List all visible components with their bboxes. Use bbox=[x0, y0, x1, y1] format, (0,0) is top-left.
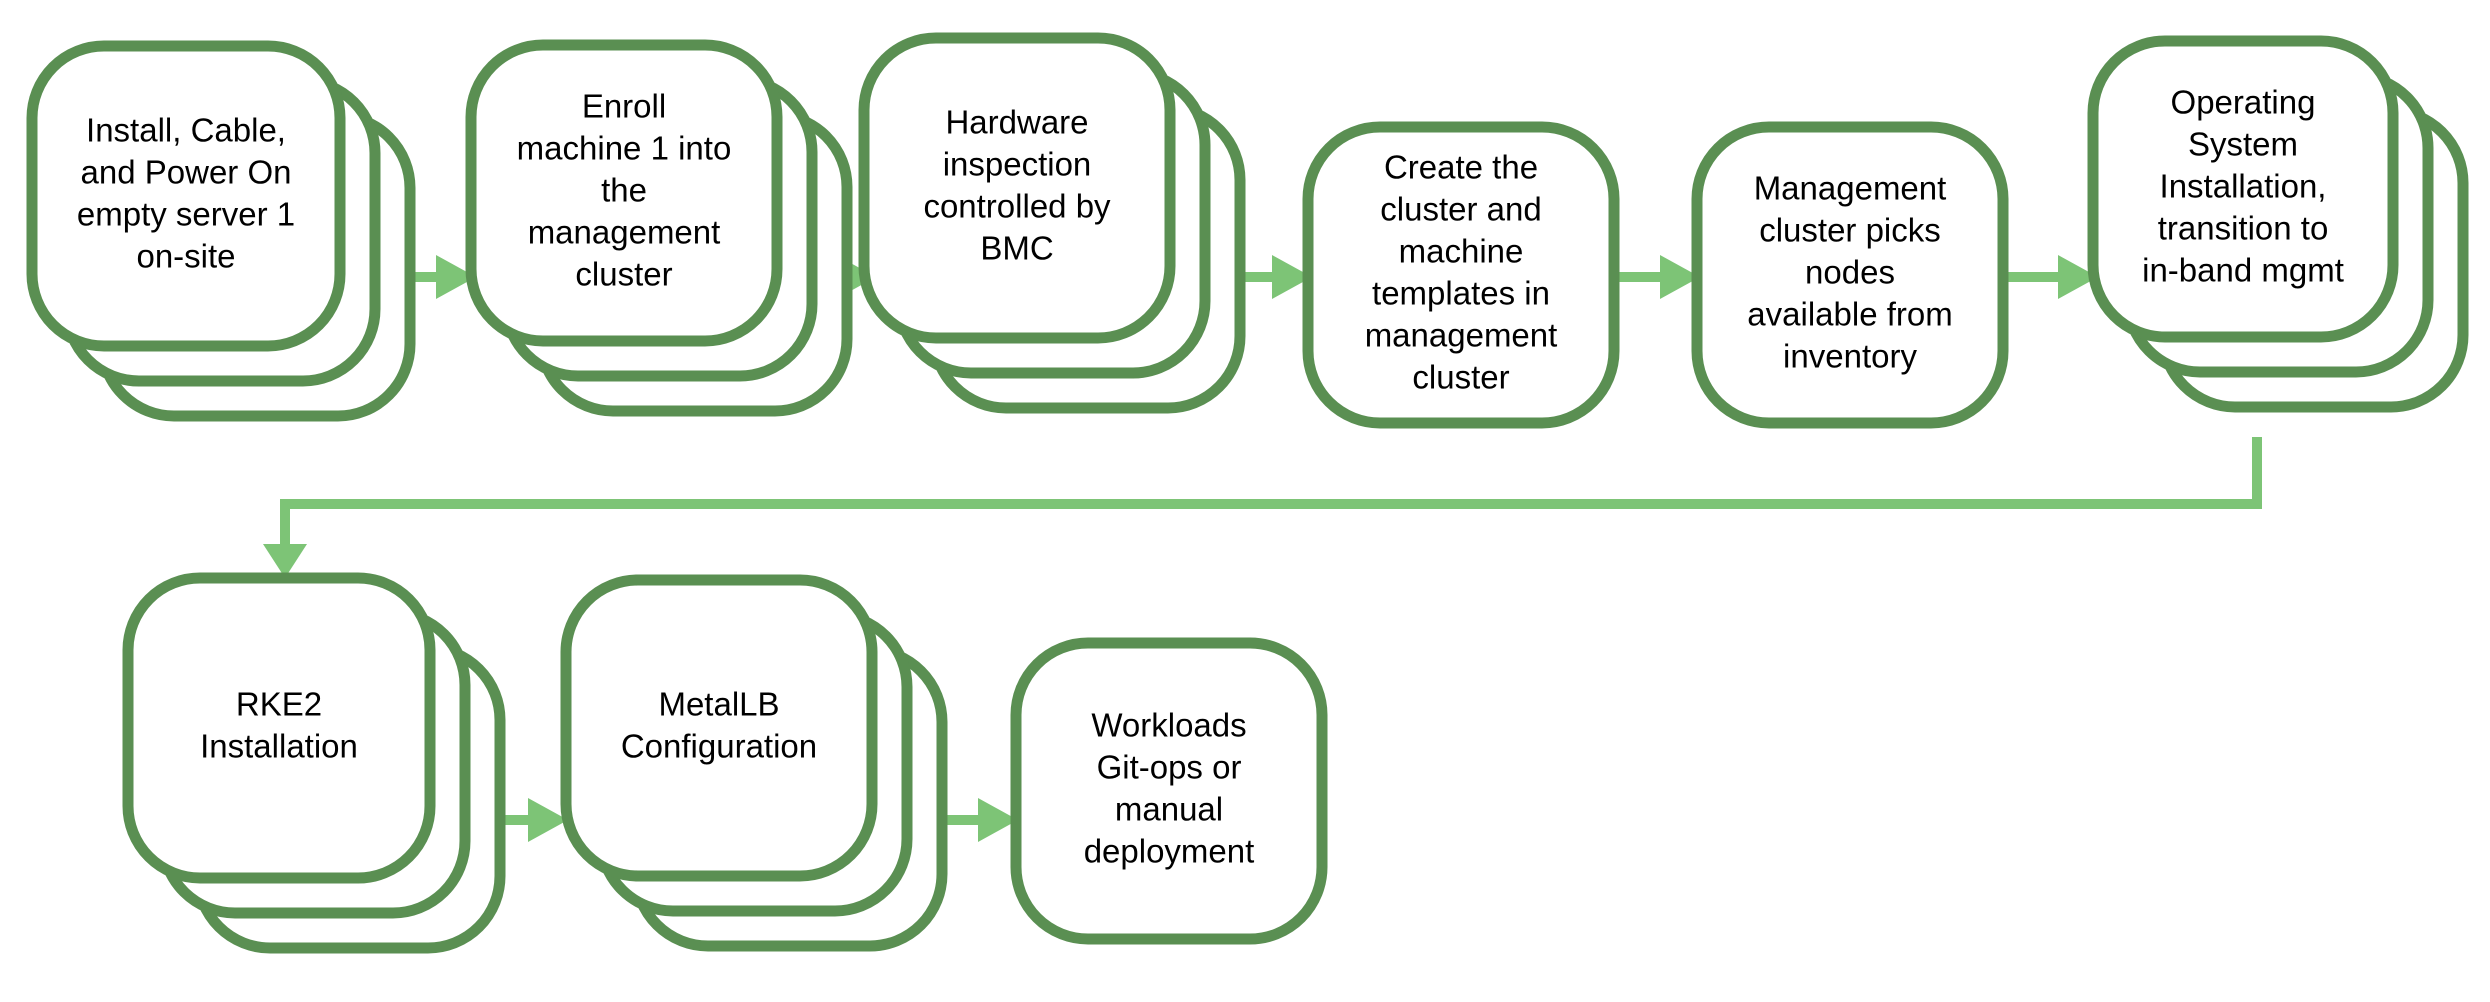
step-picks: Management cluster picks nodes available fr… bbox=[1691, 121, 2009, 429]
step-templates-label-line: templates in bbox=[1372, 275, 1550, 312]
step-picks-label-line: Management bbox=[1754, 170, 1947, 207]
step-os-label-line: System bbox=[2188, 126, 2298, 163]
step-os-card bbox=[2087, 35, 2399, 343]
step-picks-label-line: available from bbox=[1747, 296, 1952, 333]
step-templates-card bbox=[1302, 121, 1620, 429]
arrow-picks-to-os bbox=[2004, 255, 2098, 299]
step-templates: Create the cluster and machine templates in… bbox=[1302, 121, 1620, 429]
step-templates-label-line: cluster bbox=[1412, 359, 1509, 396]
step-enroll-label-line: machine 1 into bbox=[517, 130, 732, 167]
step-install-label-line: and Power On bbox=[81, 154, 292, 191]
step-templates-label-line: management bbox=[1365, 317, 1558, 354]
step-templates-label-line: machine bbox=[1399, 233, 1524, 270]
step-workloads-label-line: manual bbox=[1115, 791, 1223, 828]
step-boxes: Install, Cable, and Power On empty server … bbox=[26, 32, 2469, 954]
step-enroll-label-line: management bbox=[528, 214, 721, 251]
step-picks-label-line: cluster picks bbox=[1759, 212, 1941, 249]
step-inspect: Hardware inspection controlled by BMC bbox=[858, 32, 1246, 414]
step-metallb-label-line: Configuration bbox=[621, 728, 817, 765]
step-os-label-line: in-band mgmt bbox=[2142, 252, 2344, 289]
step-install-card bbox=[26, 40, 346, 352]
step-rke2-label-line: Installation bbox=[200, 728, 358, 765]
step-picks-label-line: nodes bbox=[1805, 254, 1895, 291]
step-inspect-label-line: inspection bbox=[943, 146, 1092, 183]
arrow-templates-to-picks bbox=[1614, 255, 1700, 299]
step-metallb-label-line: MetalLB bbox=[658, 686, 779, 723]
step-enroll-label-line: cluster bbox=[575, 256, 672, 293]
step-picks-card bbox=[1691, 121, 2009, 429]
step-rke2-label-line: RKE2 bbox=[236, 686, 322, 723]
step-metallb: MetalLB Configuration bbox=[560, 574, 948, 952]
step-os-label-line: Installation, bbox=[2160, 168, 2327, 205]
step-metallb-card bbox=[560, 574, 878, 882]
step-os-label-line: Operating bbox=[2171, 84, 2316, 121]
step-rke2-card bbox=[122, 572, 436, 884]
arrow-os-to-rke2 bbox=[263, 437, 2262, 578]
step-inspect-label-line: controlled by bbox=[923, 188, 1111, 225]
step-enroll-card bbox=[465, 39, 783, 347]
step-inspect-card bbox=[858, 32, 1176, 344]
step-enroll: Enroll machine 1 into the management cluster bbox=[465, 39, 853, 417]
step-workloads-card bbox=[1010, 637, 1328, 945]
step-workloads-label-line: Workloads bbox=[1091, 707, 1246, 744]
step-install-label-line: on-site bbox=[136, 238, 235, 275]
step-templates-label-line: cluster and bbox=[1380, 191, 1541, 228]
step-enroll-label-line: the bbox=[601, 172, 647, 209]
step-inspect-label-line: Hardware bbox=[945, 104, 1088, 141]
step-os-label-line: transition to bbox=[2158, 210, 2329, 247]
step-templates-label-line: Create the bbox=[1384, 149, 1538, 186]
step-workloads-label-line: deployment bbox=[1084, 833, 1255, 870]
step-enroll-label-line: Enroll bbox=[582, 88, 666, 125]
step-picks-label-line: inventory bbox=[1783, 338, 1917, 375]
step-install-label-line: empty server 1 bbox=[77, 196, 295, 233]
step-install: Install, Cable, and Power On empty server … bbox=[26, 40, 416, 422]
step-workloads-label-line: Git-ops or bbox=[1097, 749, 1242, 786]
step-install-label-line: Install, Cable, bbox=[86, 112, 286, 149]
step-inspect-label-line: BMC bbox=[980, 230, 1053, 267]
